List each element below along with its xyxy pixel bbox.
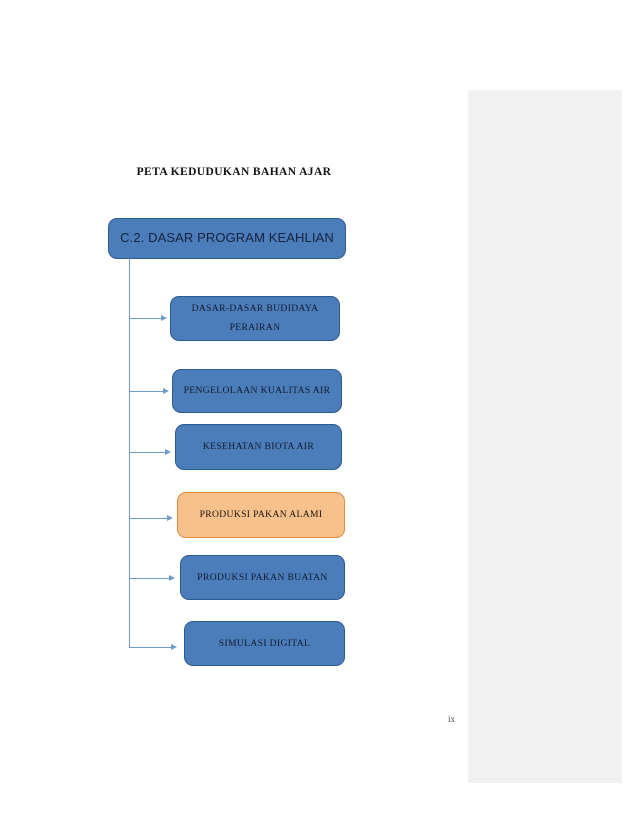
diagram-root-node[interactable]: C.2. DASAR PROGRAM KEAHLIAN bbox=[108, 218, 346, 259]
diagram-node-label-line2: PERAIRAN bbox=[229, 322, 281, 333]
page-title: PETA KEDUDUKAN BAHAN AJAR bbox=[136, 166, 332, 178]
connector-branch-5 bbox=[129, 578, 169, 580]
diagram-node-label: PENGELOLAAN KUALITAS AIR bbox=[183, 385, 331, 397]
connector-arrowhead-2 bbox=[163, 388, 169, 394]
connector-branch-4 bbox=[129, 518, 167, 520]
diagram-node-label-line1: DASAR-DASAR BUDIDAYA bbox=[191, 303, 319, 315]
diagram-node-label-group: DASAR-DASAR BUDIDAYA PERAIRAN bbox=[192, 302, 319, 335]
diagram-node-label: PRODUKSI PAKAN ALAMI bbox=[199, 509, 323, 521]
diagram-node-kesehatan-biota-air[interactable]: KESEHATAN BIOTA AIR bbox=[175, 424, 342, 470]
diagram-node-simulasi-digital[interactable]: SIMULASI DIGITAL bbox=[184, 621, 345, 666]
diagram-node-label: KESEHATAN BIOTA AIR bbox=[202, 441, 315, 453]
connector-arrowhead-1 bbox=[161, 315, 167, 321]
connector-branch-6 bbox=[129, 647, 171, 649]
connector-arrowhead-6 bbox=[171, 644, 177, 650]
connector-branch-2 bbox=[129, 391, 163, 393]
right-side-panel bbox=[468, 90, 622, 783]
diagram-node-label: PRODUKSI PAKAN BUATAN bbox=[197, 571, 328, 583]
diagram-node-pengelolaan-kualitas-air[interactable]: PENGELOLAAN KUALITAS AIR bbox=[172, 369, 342, 413]
connector-branch-1 bbox=[129, 318, 161, 320]
diagram-node-label: SIMULASI DIGITAL bbox=[218, 637, 311, 649]
connector-arrowhead-4 bbox=[167, 515, 173, 521]
connector-branch-3 bbox=[129, 452, 165, 454]
diagram-node-produksi-pakan-alami[interactable]: PRODUKSI PAKAN ALAMI bbox=[177, 492, 345, 538]
page-number: ix bbox=[448, 714, 456, 724]
connector-arrowhead-5 bbox=[169, 575, 175, 581]
diagram-node-dasar-dasar-budidaya-perairan[interactable]: DASAR-DASAR BUDIDAYA PERAIRAN bbox=[170, 296, 340, 341]
connector-arrowhead-3 bbox=[165, 449, 171, 455]
diagram-root-node-label: C.2. DASAR PROGRAM KEAHLIAN bbox=[120, 230, 334, 246]
diagram-node-produksi-pakan-buatan[interactable]: PRODUKSI PAKAN BUATAN bbox=[180, 555, 345, 600]
